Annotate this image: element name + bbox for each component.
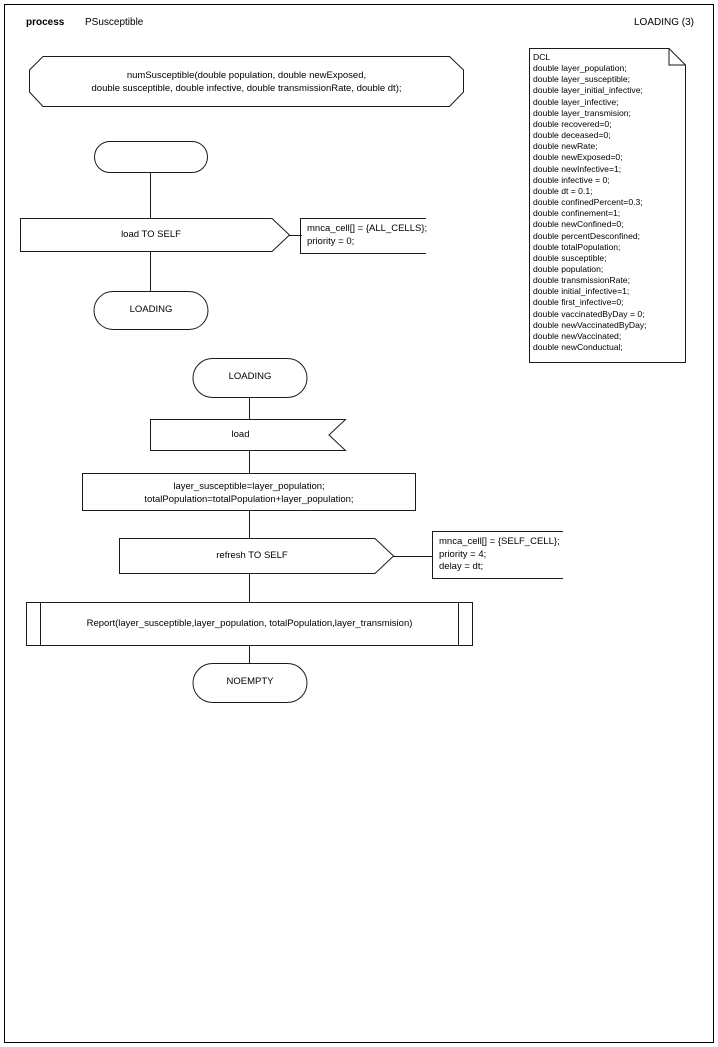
task-symbol[interactable] xyxy=(82,473,416,511)
flow-connector xyxy=(249,450,250,473)
dcl-note-text: DCL double layer_population; double laye… xyxy=(533,52,647,353)
flow-connector xyxy=(249,574,250,602)
header-state-reference: LOADING (3) xyxy=(633,17,694,28)
flow-connector xyxy=(249,398,250,419)
comment-link-line xyxy=(393,556,433,557)
input-symbol-load[interactable] xyxy=(150,419,347,451)
comment-symbol-refresh[interactable] xyxy=(432,531,563,579)
page-border xyxy=(4,4,714,1043)
state-symbol-noempty[interactable] xyxy=(192,663,308,703)
state-symbol-loading-start[interactable] xyxy=(192,358,308,398)
header-process-name: PSusceptible xyxy=(85,17,144,28)
flow-connector xyxy=(150,172,151,218)
comment-symbol-load[interactable] xyxy=(300,218,426,254)
procedure-call-symbol[interactable] xyxy=(26,602,473,646)
flow-connector xyxy=(249,511,250,538)
flow-connector xyxy=(249,646,250,663)
flow-connector xyxy=(150,251,151,291)
output-symbol-refresh-to-self[interactable] xyxy=(119,538,395,574)
output-symbol-load-to-self[interactable] xyxy=(20,218,291,252)
dcl-note-symbol[interactable] xyxy=(529,48,686,363)
start-state-symbol[interactable] xyxy=(94,141,208,173)
header-keyword: process xyxy=(26,17,65,28)
comment-link-line xyxy=(289,235,302,236)
state-symbol-loading-end[interactable] xyxy=(93,291,209,330)
procedure-signature-symbol[interactable] xyxy=(29,56,464,107)
